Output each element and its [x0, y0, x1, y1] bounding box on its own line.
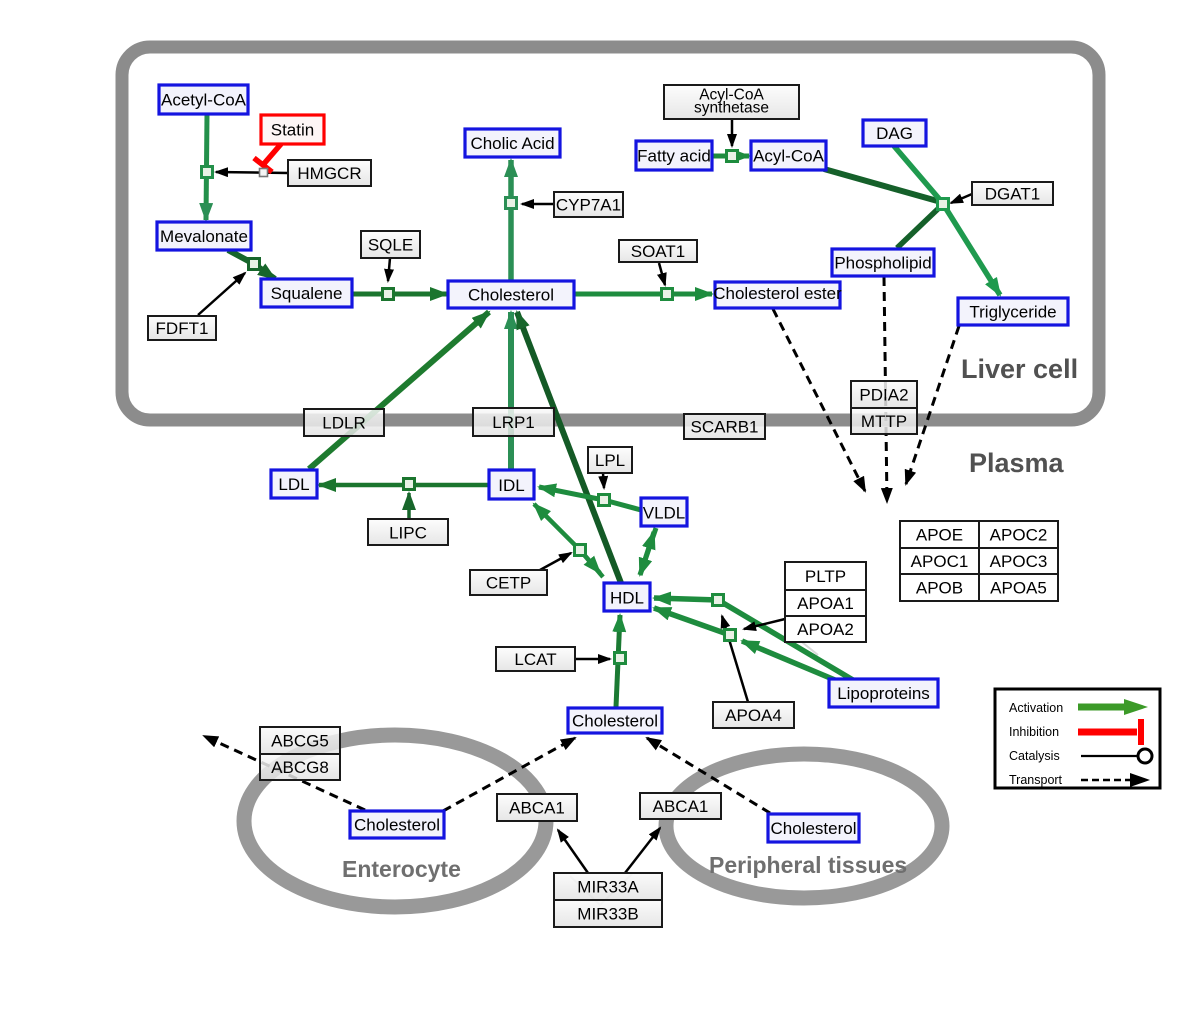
svg-text:MTTP: MTTP: [861, 412, 907, 431]
svg-text:SCARB1: SCARB1: [690, 418, 758, 437]
svg-text:APOE: APOE: [916, 526, 963, 545]
svg-text:Cholesterol: Cholesterol: [771, 819, 857, 838]
svg-text:Acyl-CoA: Acyl-CoA: [753, 147, 825, 166]
svg-text:Cholesterol: Cholesterol: [572, 712, 658, 731]
svg-text:CETP: CETP: [486, 574, 531, 593]
svg-text:APOB: APOB: [916, 579, 963, 598]
svg-text:Triglyceride: Triglyceride: [969, 303, 1056, 322]
svg-text:Cholesterol ester: Cholesterol ester: [713, 284, 842, 303]
svg-text:CYP7A1: CYP7A1: [556, 196, 621, 215]
svg-text:Transport: Transport: [1009, 773, 1063, 787]
svg-text:DAG: DAG: [876, 124, 913, 143]
svg-text:Cholic Acid: Cholic Acid: [470, 134, 554, 153]
svg-text:Fatty acid: Fatty acid: [637, 147, 711, 166]
svg-text:LDLR: LDLR: [322, 414, 365, 433]
svg-text:SQLE: SQLE: [368, 236, 413, 255]
svg-text:Mevalonate: Mevalonate: [160, 227, 248, 246]
svg-text:ABCG5: ABCG5: [271, 732, 329, 751]
svg-text:FDFT1: FDFT1: [156, 319, 209, 338]
svg-text:Enterocyte: Enterocyte: [342, 856, 461, 882]
svg-text:LIPC: LIPC: [389, 524, 427, 543]
svg-text:Liver cell: Liver cell: [961, 354, 1078, 384]
svg-text:LRP1: LRP1: [492, 413, 535, 432]
svg-text:HDL: HDL: [610, 589, 644, 608]
svg-text:LCAT: LCAT: [514, 650, 556, 669]
svg-text:DGAT1: DGAT1: [985, 185, 1040, 204]
svg-text:PDIA2: PDIA2: [859, 386, 908, 405]
svg-text:HMGCR: HMGCR: [297, 164, 361, 183]
svg-text:Squalene: Squalene: [271, 284, 343, 303]
svg-text:Phospholipid: Phospholipid: [834, 254, 931, 273]
svg-text:APOC2: APOC2: [990, 526, 1048, 545]
svg-text:Peripheral tissues: Peripheral tissues: [709, 852, 907, 878]
svg-text:MIR33A: MIR33A: [577, 878, 639, 897]
svg-text:LDL: LDL: [278, 475, 309, 494]
svg-text:APOC3: APOC3: [990, 552, 1048, 571]
svg-text:synthetase: synthetase: [694, 100, 769, 117]
svg-text:Acyl-CoA: Acyl-CoA: [699, 87, 764, 104]
svg-text:APOA4: APOA4: [725, 706, 782, 725]
svg-text:IDL: IDL: [498, 476, 524, 495]
svg-text:MIR33B: MIR33B: [577, 905, 638, 924]
svg-text:Statin: Statin: [271, 121, 314, 140]
svg-text:ABCA1: ABCA1: [509, 799, 565, 818]
svg-text:Acetyl-CoA: Acetyl-CoA: [161, 91, 247, 110]
svg-text:APOA5: APOA5: [990, 579, 1047, 598]
svg-text:LPL: LPL: [595, 451, 625, 470]
svg-text:Activation: Activation: [1009, 701, 1063, 715]
svg-text:ABCA1: ABCA1: [653, 797, 709, 816]
svg-text:VLDL: VLDL: [643, 504, 686, 523]
svg-text:ABCG8: ABCG8: [271, 758, 329, 777]
svg-text:Plasma: Plasma: [969, 448, 1065, 478]
svg-text:APOA1: APOA1: [797, 594, 854, 613]
svg-text:Cholesterol: Cholesterol: [468, 286, 554, 305]
svg-text:APOC1: APOC1: [911, 552, 969, 571]
svg-text:Catalysis: Catalysis: [1009, 749, 1060, 763]
svg-text:PLTP: PLTP: [805, 567, 846, 586]
svg-text:Lipoproteins: Lipoproteins: [837, 684, 930, 703]
svg-text:Cholesterol: Cholesterol: [354, 816, 440, 835]
svg-text:APOA2: APOA2: [797, 620, 854, 639]
svg-text:SOAT1: SOAT1: [631, 242, 685, 261]
svg-text:Inhibition: Inhibition: [1009, 725, 1059, 739]
